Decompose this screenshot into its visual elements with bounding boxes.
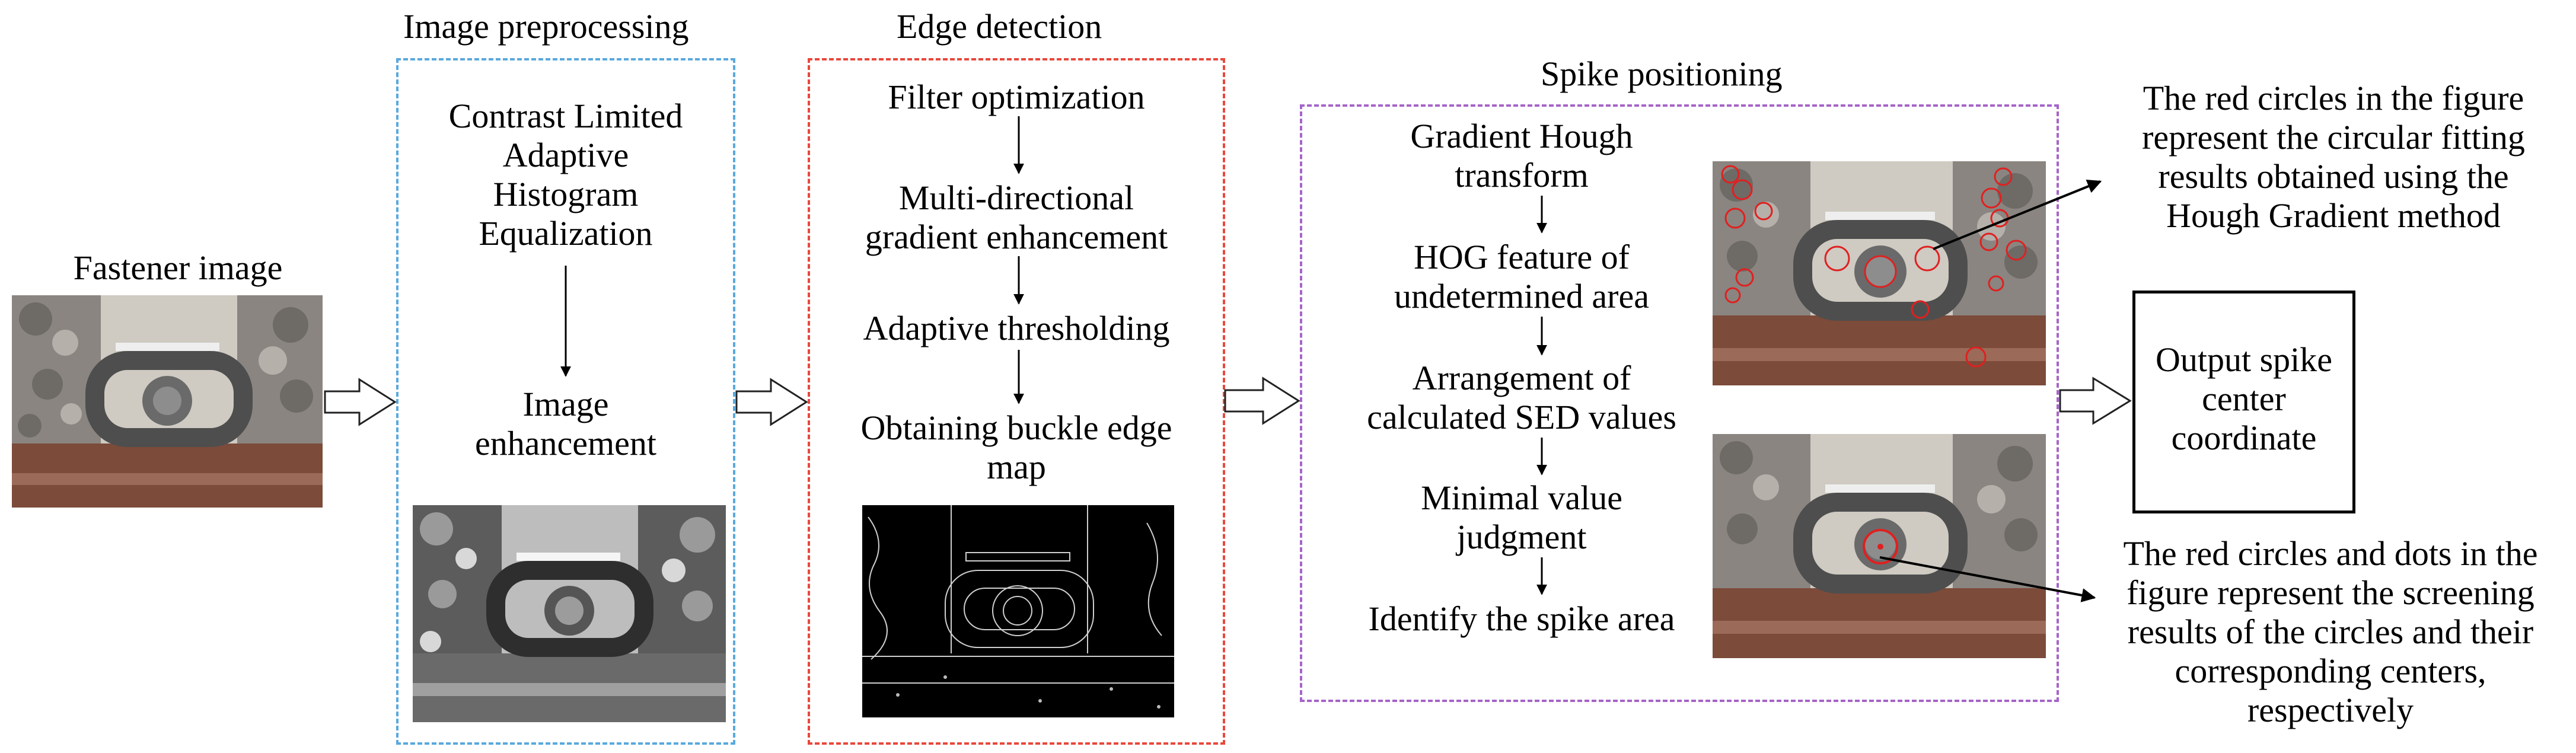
preprocessing-title: Image preprocessing	[403, 7, 689, 46]
spike-step-hough-line1: Gradient Hough	[1410, 117, 1633, 155]
screening-pointer-arrow	[1879, 556, 2096, 602]
spike-step-sed-line2: calculated SED values	[1367, 398, 1676, 436]
fastener-image-label: Fastener image	[73, 248, 283, 287]
hough-pointer-arrow	[1933, 179, 2102, 250]
spike-stage: Gradient Hough transform HOG feature of …	[1300, 104, 2059, 702]
block-arrow-3	[1224, 376, 1300, 425]
spike-step-hog-line1: HOG feature of	[1414, 238, 1630, 276]
preprocessing-stage: Contrast Limited Adaptive Histogram Equa…	[396, 58, 735, 745]
spike-step-minimal-line1: Minimal value	[1421, 478, 1622, 517]
spike-step-identify: Identify the spike area	[1368, 599, 1675, 638]
screening-annotation-line3: results of the circles and their	[2127, 612, 2534, 651]
block-arrow-4	[2059, 376, 2132, 425]
preprocessing-method-line3: Histogram	[493, 175, 639, 213]
preprocessing-method-line1: Contrast Limited	[448, 97, 683, 135]
hough-annotation-line4: Hough Gradient method	[2166, 196, 2501, 235]
preprocessing-result-line1: Image	[522, 385, 609, 423]
spike-step-sed-line1: Arrangement of	[1412, 359, 1631, 397]
screening-result-image	[1713, 434, 2046, 658]
edge-title: Edge detection	[897, 7, 1102, 46]
screening-annotation-line4: corresponding centers,	[2175, 652, 2486, 690]
preprocessing-method-line2: Adaptive	[502, 136, 629, 174]
edge-step-filter: Filter optimization	[888, 78, 1145, 116]
hough-annotation-line2: represent the circular fitting	[2142, 118, 2525, 157]
block-arrow-1	[324, 378, 397, 426]
edge-step-edgemap-line1: Obtaining buckle edge	[860, 409, 1172, 447]
output-line1: Output spike	[2155, 340, 2333, 379]
edge-stage: Filter optimization Multi-directional gr…	[808, 58, 1225, 745]
hough-annotation-line1: The red circles in the figure	[2143, 79, 2524, 117]
spike-title: Spike positioning	[1541, 55, 1783, 93]
screening-annotation-line5: respectively	[2247, 691, 2414, 729]
output-line2: center	[2202, 379, 2286, 418]
hough-result-image	[1713, 161, 2046, 385]
edge-step-threshold: Adaptive thresholding	[863, 309, 1170, 347]
block-arrow-2	[735, 378, 808, 426]
enhanced-image	[413, 505, 726, 722]
edge-map-image	[862, 505, 1174, 717]
output-box: Output spike center coordinate	[2132, 291, 2355, 513]
output-line3: coordinate	[2171, 419, 2317, 457]
hough-annotation-line3: results obtained using the	[2158, 157, 2509, 196]
edge-step-gradient-line1: Multi-directional	[898, 178, 1134, 217]
fastener-photo	[12, 295, 323, 508]
spike-step-hog-line2: undetermined area	[1394, 277, 1649, 315]
edge-step-edgemap-line2: map	[987, 448, 1046, 486]
screening-annotation-line1: The red circles and dots in the	[2123, 534, 2538, 573]
preprocessing-result-line2: enhancement	[475, 424, 656, 462]
spike-step-hough-line2: transform	[1455, 156, 1589, 194]
spike-step-minimal-line2: judgment	[1456, 518, 1587, 556]
screening-annotation-line2: figure represent the screening	[2127, 573, 2534, 612]
edge-step-gradient-line2: gradient enhancement	[865, 218, 1168, 256]
preprocessing-method-line4: Equalization	[479, 214, 653, 253]
